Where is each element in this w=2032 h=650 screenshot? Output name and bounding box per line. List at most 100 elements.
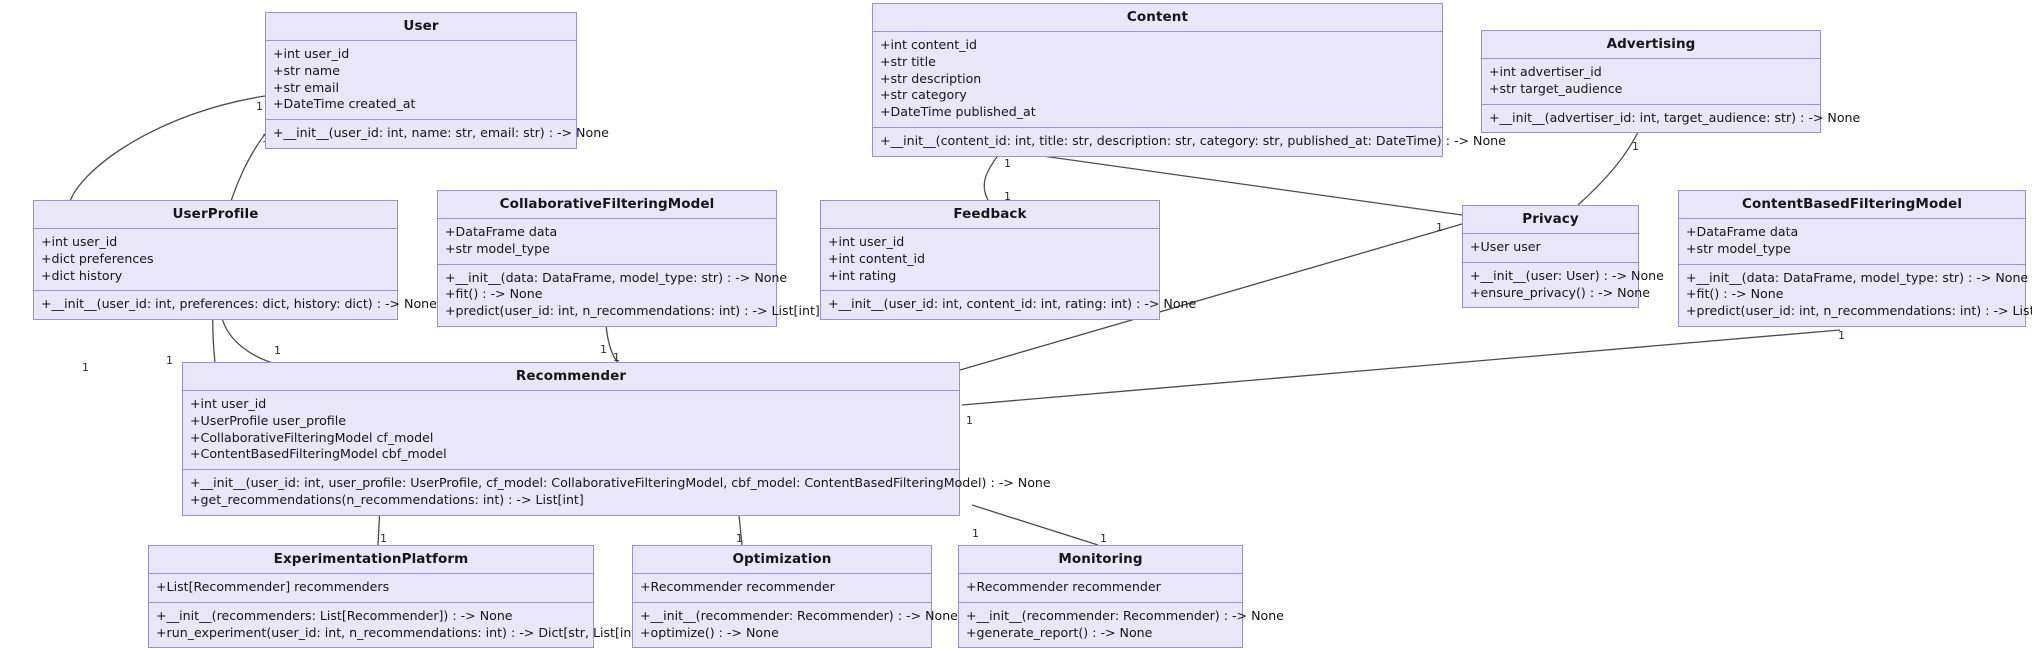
class-attributes-recommender: +int user_id +UserProfile user_profile +…: [183, 391, 959, 471]
class-name-cfmodel: CollaborativeFilteringModel: [438, 191, 776, 219]
multiplicity-label: 1: [1004, 190, 1011, 203]
method-row: +__init__(data: DataFrame, model_type: s…: [445, 269, 788, 285]
edge-userprofile-recommender: [221, 317, 284, 367]
method-row: +optimize() : -> None: [640, 624, 779, 640]
class-name-advertising: Advertising: [1482, 31, 1820, 59]
attribute-row: +int user_id: [41, 234, 118, 249]
class-name-experimentation: ExperimentationPlatform: [149, 546, 593, 574]
method-row: +__init__(recommender: Recommender) : ->…: [640, 607, 958, 623]
class-attributes-cfmodel: +DataFrame data +str model_type: [438, 219, 776, 265]
attribute-row: +str category: [880, 87, 967, 103]
method-row: +__init__(user_id: int, user_profile: Us…: [190, 475, 1051, 491]
method-row: +__init__(user_id: int, preferences: dic…: [41, 296, 437, 312]
method-row: +ensure_privacy() : -> None: [1470, 284, 1651, 300]
attribute-row: +str description: [880, 70, 982, 86]
class-box-privacy[interactable]: Privacy +User user +__init__(user: User)…: [1462, 205, 1664, 309]
class-methods-user: +__init__(user_id: int, name: str, email…: [266, 120, 609, 148]
attribute-row: +int advertiser_id: [1489, 64, 1602, 79]
attribute-row: +ContentBasedFilteringModel cbf_model: [190, 446, 447, 462]
multiplicity-label: 1: [1632, 140, 1639, 153]
multiplicity-label: 1: [736, 532, 743, 545]
class-methods-monitoring: +__init__(recommender: Recommender) : ->…: [959, 602, 1284, 648]
class-name-monitoring: Monitoring: [959, 546, 1242, 574]
attribute-row: +User user: [1470, 239, 1541, 254]
multiplicity-label: 1: [966, 414, 973, 427]
class-attributes-advertising: +int advertiser_id +str target_audience: [1482, 59, 1820, 105]
multiplicity-label: 1: [1004, 157, 1011, 170]
class-attributes-feedback: +int user_id +int content_id +int rating: [821, 229, 1159, 292]
method-row: +__init__(advertiser_id: int, target_aud…: [1489, 109, 1861, 125]
attribute-row: +CollaborativeFilteringModel cf_model: [190, 429, 434, 445]
class-box-user[interactable]: User +int user_id +str name +str email +…: [265, 12, 609, 149]
class-methods-cfmodel: +__init__(data: DataFrame, model_type: s…: [438, 264, 820, 326]
edge-advertising-privacy: [1577, 127, 1641, 206]
class-methods-experimentation: +__init__(recommenders: List[Recommender…: [149, 602, 647, 648]
multiplicity-label: 1: [1436, 221, 1443, 234]
class-box-advertising[interactable]: Advertising +int advertiser_id +str targ…: [1481, 30, 1861, 134]
class-methods-recommender: +__init__(user_id: int, user_profile: Us…: [183, 470, 1051, 515]
multiplicity-label: 1: [166, 354, 173, 367]
class-methods-privacy: +__init__(user: User) : -> None +ensure_…: [1463, 262, 1664, 308]
attribute-row: +int user_id: [273, 46, 350, 61]
edge-recommender-monitoring: [971, 504, 1099, 546]
class-methods-advertising: +__init__(advertiser_id: int, target_aud…: [1482, 104, 1861, 133]
class-name-feedback: Feedback: [821, 201, 1159, 229]
method-row: +__init__(recommenders: List[Recommender…: [156, 607, 513, 623]
attribute-row: +DataFrame data: [445, 224, 558, 239]
multiplicity-label: 1: [380, 532, 387, 545]
method-row: +generate_report() : -> None: [966, 624, 1153, 640]
class-attributes-content: +int content_id +str title +str descript…: [873, 32, 1442, 128]
class-box-cbfmodel[interactable]: ContentBasedFilteringModel +DataFrame da…: [1678, 190, 2032, 327]
class-name-recommender: Recommender: [183, 363, 959, 391]
attribute-row: +dict preferences: [41, 250, 154, 266]
method-row: +__init__(recommender: Recommender) : ->…: [966, 607, 1284, 623]
class-attributes-monitoring: +Recommender recommender: [959, 574, 1242, 603]
method-row: +predict(user_id: int, n_recommendations…: [445, 303, 820, 319]
class-attributes-optimization: +Recommender recommender: [633, 574, 931, 603]
multiplicity-label: 1: [274, 344, 281, 357]
attribute-row: +DataFrame data: [1686, 224, 1799, 239]
attribute-row: +Recommender recommender: [640, 579, 835, 594]
edge-content-feedback: [983, 152, 1001, 201]
class-methods-optimization: +__init__(recommender: Recommender) : ->…: [633, 602, 958, 648]
class-name-content: Content: [873, 4, 1442, 32]
attribute-row: +str model_type: [445, 240, 550, 256]
multiplicity-label: 1: [1100, 532, 1107, 545]
class-name-userprofile: UserProfile: [34, 201, 397, 229]
multiplicity-label: 1: [613, 351, 620, 364]
multiplicity-label: 1: [256, 100, 263, 113]
class-box-userprofile[interactable]: UserProfile +int user_id +dict preferenc…: [33, 200, 437, 321]
class-box-optimization[interactable]: Optimization +Recommender recommender +_…: [632, 545, 958, 649]
class-attributes-experimentation: +List[Recommender] recommenders: [149, 574, 593, 603]
attribute-row: +List[Recommender] recommenders: [156, 579, 390, 594]
class-box-monitoring[interactable]: Monitoring +Recommender recommender +__i…: [958, 545, 1284, 649]
attribute-row: +str target_audience: [1489, 80, 1623, 96]
attribute-row: +UserProfile user_profile: [190, 412, 346, 428]
attribute-row: +dict history: [41, 267, 123, 283]
class-name-privacy: Privacy: [1463, 206, 1638, 234]
method-row: +__init__(data: DataFrame, model_type: s…: [1686, 269, 2029, 285]
class-box-content[interactable]: Content +int content_id +str title +str …: [872, 3, 1506, 157]
class-methods-userprofile: +__init__(user_id: int, preferences: dic…: [34, 291, 437, 320]
method-row: +run_experiment(user_id: int, n_recommen…: [156, 624, 647, 640]
attribute-row: +int user_id: [190, 396, 267, 411]
attribute-row: +str title: [880, 53, 936, 69]
class-box-recommender[interactable]: Recommender +int user_id +UserProfile us…: [182, 362, 1051, 516]
class-box-experimentation[interactable]: ExperimentationPlatform +List[Recommende…: [148, 545, 647, 649]
class-box-cfmodel[interactable]: CollaborativeFilteringModel +DataFrame d…: [437, 190, 820, 327]
method-row: +predict(user_id: int, n_recommendations…: [1686, 303, 2032, 319]
attribute-row: +DateTime created_at: [273, 96, 416, 112]
edge-user-userprofile: [67, 95, 266, 209]
class-methods-cbfmodel: +__init__(data: DataFrame, model_type: s…: [1679, 264, 2032, 326]
attribute-row: +str email: [273, 79, 339, 95]
edge-recommender-cbfmodel: [961, 329, 1841, 406]
method-row: +get_recommendations(n_recommendations: …: [190, 491, 584, 507]
multiplicity-label: 1: [82, 361, 89, 374]
class-box-feedback[interactable]: Feedback +int user_id +int content_id +i…: [820, 200, 1197, 321]
method-row: +__init__(user_id: int, content_id: int,…: [828, 296, 1197, 312]
class-attributes-privacy: +User user: [1463, 234, 1638, 263]
class-name-user: User: [266, 13, 576, 41]
class-methods-content: +__init__(content_id: int, title: str, d…: [873, 127, 1506, 156]
class-name-optimization: Optimization: [633, 546, 931, 574]
